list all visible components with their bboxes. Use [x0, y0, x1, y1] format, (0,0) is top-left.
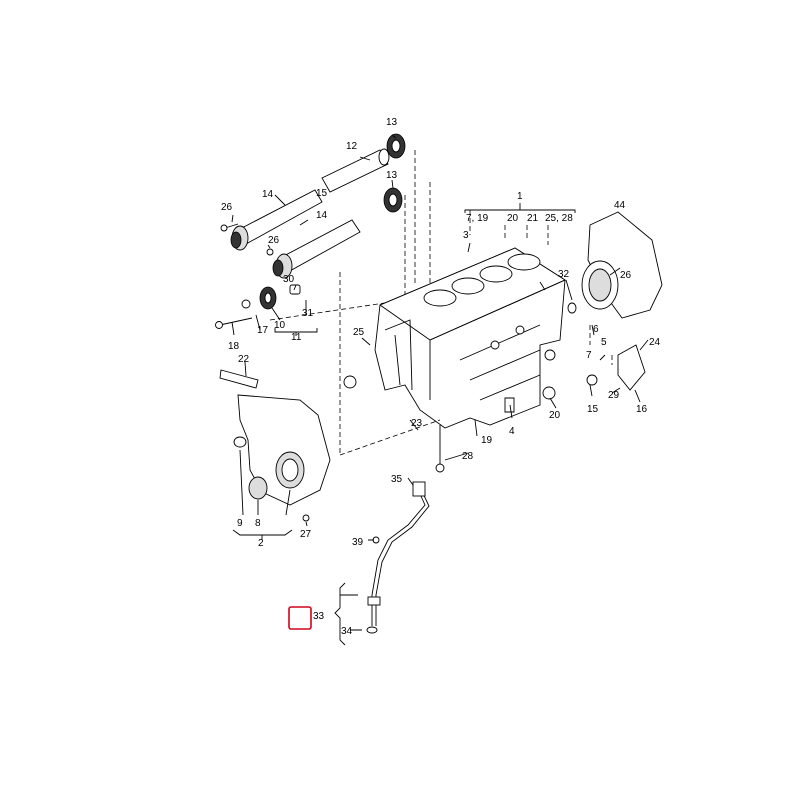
callout-label: 1: [517, 191, 523, 202]
callout-label: 30: [283, 274, 295, 285]
callout-label: 9: [237, 518, 243, 529]
callout-label: 25: [353, 327, 365, 338]
callout-label: 15: [316, 188, 328, 199]
callout-label: 4: [509, 426, 515, 437]
callout-label: 26: [221, 202, 233, 213]
callout-label: 6: [593, 324, 599, 335]
callout-label: 21: [527, 213, 539, 224]
callout-label: 13: [386, 170, 398, 181]
callout-label: 26: [268, 235, 280, 246]
callout-label: 29: [608, 390, 620, 401]
callout-label: 18: [228, 341, 240, 352]
callout-label: 19: [481, 435, 493, 446]
callout-label: 11: [291, 332, 302, 343]
callout-label: 22: [238, 354, 250, 365]
balance-shaft-assembly: [215, 133, 431, 455]
callout-label: 39: [352, 537, 364, 548]
callout-label: 28: [462, 451, 474, 462]
callout-label: 5: [601, 337, 607, 348]
front-timing-cover: [219, 369, 331, 522]
callout-label: 34: [341, 626, 353, 637]
callout-label: 20: [549, 410, 561, 421]
callout-label: 12: [346, 141, 358, 152]
callout-label: 10: [274, 320, 286, 331]
callout-label: 35: [391, 474, 403, 485]
callout-label: 24: [649, 337, 661, 348]
callout-label: 32: [558, 269, 570, 280]
callout-label: 26: [620, 270, 632, 281]
callout-label: 16: [636, 404, 648, 415]
callout-label: 7, 19: [466, 213, 489, 224]
callout-label: 25, 28: [545, 213, 573, 224]
callout-label: 8: [255, 518, 261, 529]
callout-label: 27: [300, 529, 312, 540]
selection-highlight-box[interactable]: [288, 606, 312, 630]
rear-flange-and-seal: [567, 211, 663, 391]
callout-label: 33: [313, 611, 325, 622]
callout-label: 20: [507, 213, 519, 224]
callout-labels: 1 7, 19 20 21 25, 28 44 3 32 26 6 5 24 7…: [221, 117, 661, 637]
callout-label: 14: [262, 189, 274, 200]
leader-lines: [231, 134, 649, 646]
callout-label: 3: [463, 230, 469, 241]
callout-label: 44: [614, 200, 626, 211]
callout-label: 2: [258, 538, 264, 549]
callout-label: 15: [587, 404, 599, 415]
cylinder-block: [339, 210, 566, 456]
oil-dipstick-tube: [343, 375, 556, 634]
callout-label: 17: [257, 325, 269, 336]
callout-label: 14: [316, 210, 328, 221]
callout-label: 31: [302, 308, 314, 319]
callout-label: 7: [586, 350, 592, 361]
callout-label: 23: [411, 418, 423, 429]
callout-label: 13: [386, 117, 398, 128]
